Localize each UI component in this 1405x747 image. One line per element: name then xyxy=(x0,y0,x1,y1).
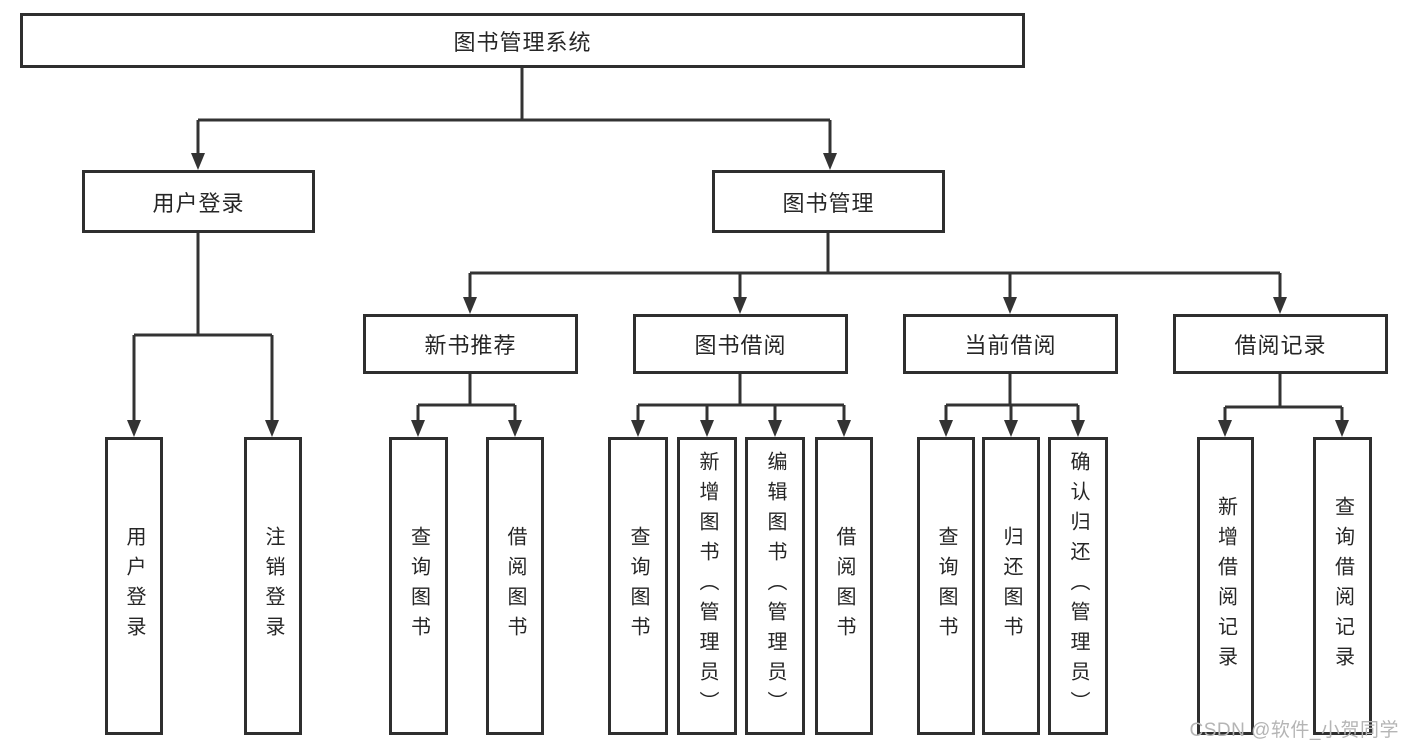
leaf-label: 注销登录 xyxy=(262,526,284,646)
leaf-label: 用户登录 xyxy=(123,526,145,646)
connector-book-borrow-to-leaves xyxy=(631,374,851,437)
node-leaf-query-books-2: 查询图书 xyxy=(608,437,668,735)
node-leaf-borrow-books-1: 借阅图书 xyxy=(486,437,544,735)
node-leaf-add-borrow-record: 新增借阅记录 xyxy=(1197,437,1254,735)
leaf-label: 查询图书 xyxy=(627,526,649,646)
node-leaf-add-books-admin: 新增图书（管理员） xyxy=(677,437,737,735)
node-leaf-query-borrow-record: 查询借阅记录 xyxy=(1313,437,1372,735)
connector-borrow-record-to-leaves xyxy=(1218,374,1349,437)
leaf-label: 新增借阅记录 xyxy=(1214,496,1237,676)
leaf-label: 借阅图书 xyxy=(504,526,526,646)
node-leaf-logout: 注销登录 xyxy=(244,437,302,735)
node-leaf-query-books-3: 查询图书 xyxy=(917,437,975,735)
node-leaf-user-login: 用户登录 xyxy=(105,437,163,735)
leaf-label: 新增图书（管理员） xyxy=(696,451,718,721)
leaf-label: 查询图书 xyxy=(407,526,430,646)
node-leaf-edit-books-admin: 编辑图书（管理员） xyxy=(745,437,805,735)
node-leaf-confirm-return-admin: 确认归还（管理员） xyxy=(1048,437,1108,735)
connector-book-mgmt-to-level3 xyxy=(463,233,1287,314)
node-leaf-return-books: 归还图书 xyxy=(982,437,1040,735)
node-leaf-borrow-books-2: 借阅图书 xyxy=(815,437,873,735)
connector-new-book-to-leaves xyxy=(411,374,522,437)
connector-current-borrow-to-leaves xyxy=(939,374,1085,437)
connector-user-login-to-leaves xyxy=(127,233,279,437)
node-book-borrowing: 图书借阅 xyxy=(633,314,848,374)
node-user-login-branch: 用户登录 xyxy=(82,170,315,233)
node-borrowing-records: 借阅记录 xyxy=(1173,314,1388,374)
node-book-management-branch: 图书管理 xyxy=(712,170,945,233)
node-current-borrowing: 当前借阅 xyxy=(903,314,1118,374)
leaf-label: 查询图书 xyxy=(935,526,957,646)
leaf-label: 确认归还（管理员） xyxy=(1067,451,1089,721)
leaf-label: 编辑图书（管理员） xyxy=(764,451,786,721)
leaf-label: 归还图书 xyxy=(1000,526,1022,646)
node-library-management-system: 图书管理系统 xyxy=(20,13,1025,68)
watermark: CSDN @软件_小贺同学 xyxy=(1189,720,1399,741)
leaf-label: 查询借阅记录 xyxy=(1331,496,1354,676)
node-new-book-recommend: 新书推荐 xyxy=(363,314,578,374)
leaf-label: 借阅图书 xyxy=(833,526,855,646)
node-leaf-query-books-1: 查询图书 xyxy=(389,437,448,735)
